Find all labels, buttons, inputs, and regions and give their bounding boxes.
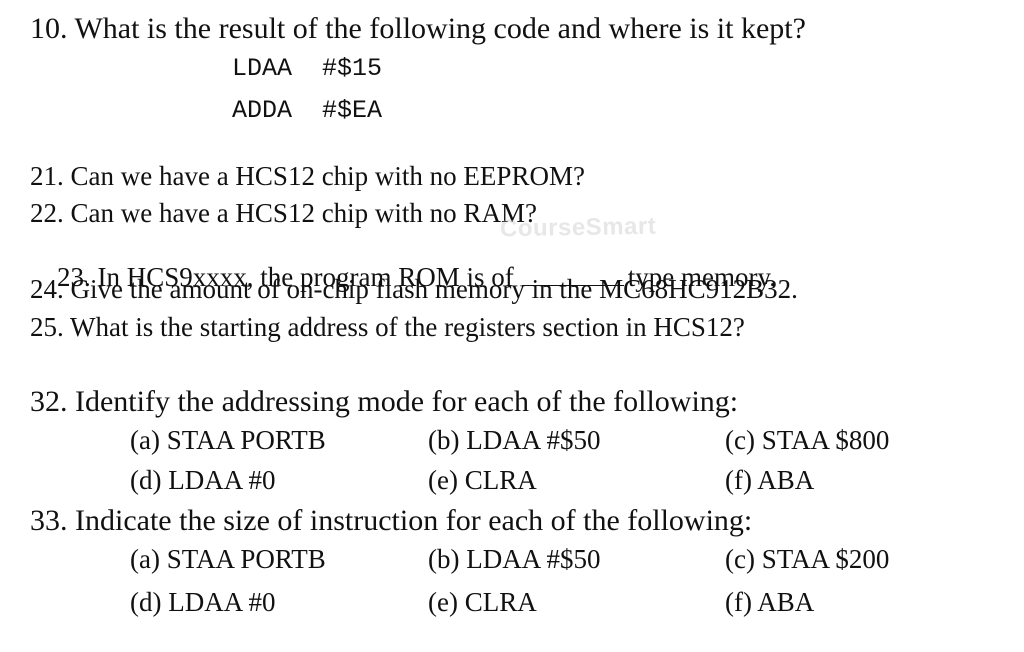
question-22: 22. Can we have a HCS12 chip with no RAM… [30, 198, 537, 228]
code-line-1: LDAA #$15 [232, 54, 383, 83]
question-32: 32. Identify the addressing mode for eac… [30, 385, 739, 418]
code-line-2: ADDA #$EA [232, 96, 383, 125]
question-23-prefix: 23. In HCS9xxxx, the program ROM is of [57, 262, 514, 292]
question-23: 23. In HCS9xxxx, the program ROM is of ty… [30, 237, 776, 318]
q33-option-b: (b) LDAA #$50 [428, 544, 601, 574]
q32-option-b: (b) LDAA #$50 [428, 425, 601, 455]
question-25: 25. What is the starting address of the … [30, 312, 745, 342]
question-24: 24. Give the amount of on-chip flash mem… [30, 274, 798, 304]
question-10: 10. What is the result of the following … [30, 12, 806, 45]
fill-in-blank [521, 267, 624, 286]
q32-option-c: (c) STAA $800 [725, 425, 890, 455]
q33-option-d: (d) LDAA #0 [130, 587, 276, 617]
question-23-suffix: type memory. [627, 262, 776, 292]
q32-option-e: (e) CLRA [428, 465, 537, 495]
q32-option-f: (f) ABA [725, 465, 815, 495]
question-33: 33. Indicate the size of instruction for… [30, 504, 753, 537]
q33-option-f: (f) ABA [725, 587, 815, 617]
q33-option-e: (e) CLRA [428, 587, 537, 617]
question-21: 21. Can we have a HCS12 chip with no EEP… [30, 161, 585, 191]
q33-option-c: (c) STAA $200 [725, 544, 890, 574]
q32-option-d: (d) LDAA #0 [130, 465, 276, 495]
q33-option-a: (a) STAA PORTB [130, 544, 326, 574]
q32-option-a: (a) STAA PORTB [130, 425, 326, 455]
